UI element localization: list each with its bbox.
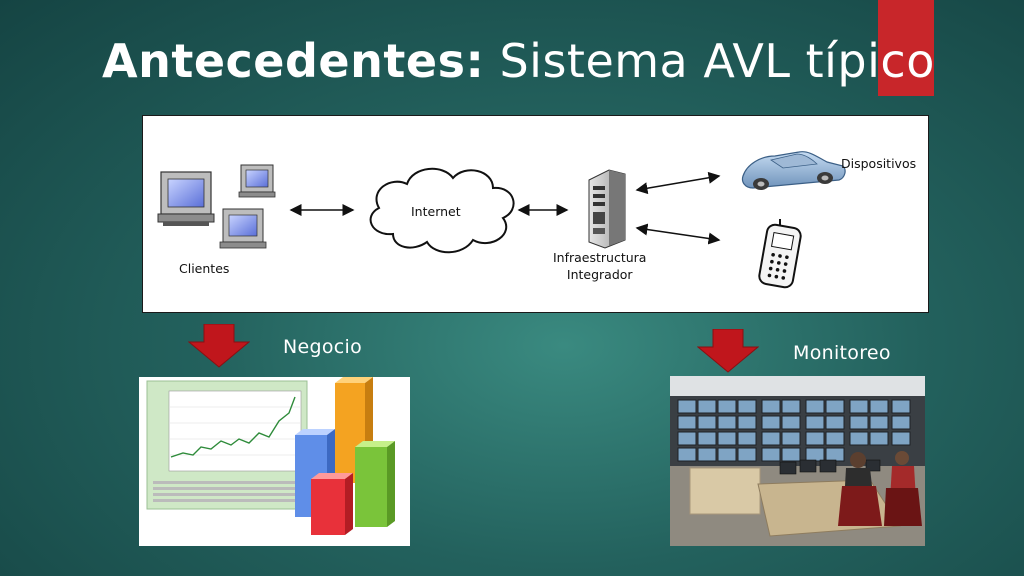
car-icon xyxy=(741,151,846,190)
arrow-down-icon xyxy=(188,324,250,368)
slide-title: Antecedentes: Sistema AVL típico xyxy=(102,34,935,88)
slide-title-rest: Sistema AVL típico xyxy=(499,34,935,88)
business-section-label: Negocio xyxy=(283,336,363,358)
server-icon xyxy=(588,169,626,249)
devices-label: Dispositivos xyxy=(841,156,917,171)
slide-title-bold: Antecedentes: xyxy=(102,34,485,88)
computer-icon xyxy=(157,164,276,249)
red-accent-bar xyxy=(878,0,934,96)
monitoring-section-label: Monitoreo xyxy=(793,342,891,364)
diagram-graphics xyxy=(157,151,846,289)
monitoring-room-image xyxy=(670,376,925,546)
business-chart-image xyxy=(139,377,410,546)
infrastructure-label: Infraestructura Integrador xyxy=(553,249,646,283)
infrastructure-label-line1: Infraestructura xyxy=(553,250,647,265)
arrow-down-icon xyxy=(697,329,759,373)
cellphone-icon xyxy=(758,219,802,289)
cloud-icon xyxy=(369,167,515,254)
avl-system-diagram: Clientes Internet Infraestructura Integr… xyxy=(142,115,929,313)
internet-label: Internet xyxy=(411,204,461,219)
clients-label: Clientes xyxy=(179,261,230,276)
infrastructure-label-line2: Integrador xyxy=(566,267,633,282)
